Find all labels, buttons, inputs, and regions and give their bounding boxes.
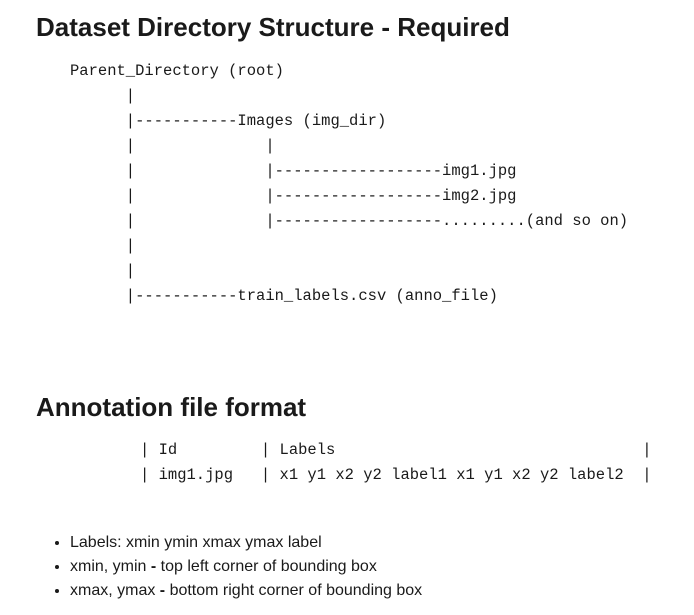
tree-line: | |------------------img1.jpg	[70, 162, 517, 180]
note-label: xmax, ymax	[70, 582, 156, 599]
note-separator: -	[155, 582, 170, 599]
note-description: top left corner of bounding box	[160, 558, 377, 575]
table-row: | img1.jpg | x1 y1 x2 y2 label1 x1 y1 x2…	[140, 466, 652, 484]
list-item: xmax, ymax - bottom right corner of boun…	[70, 579, 422, 603]
table-header-row: | Id | Labels |	[140, 441, 652, 459]
tree-line: |-----------train_labels.csv (anno_file)	[70, 287, 498, 305]
tree-line: | |	[70, 137, 275, 155]
list-item: Labels: xmin ymin xmax ymax label	[70, 531, 422, 555]
tree-line: |	[70, 87, 136, 105]
section-title-annotation-format: Annotation file format	[36, 392, 307, 422]
note-separator: -	[146, 558, 161, 575]
tree-line: | |------------------img2.jpg	[70, 187, 517, 205]
annotation-table-code-block: | Id | Labels | | img1.jpg | x1 y1 x2 y2…	[140, 438, 652, 488]
tree-line: |-----------Images (img_dir)	[70, 112, 387, 130]
notes-list: Labels: xmin ymin xmax ymax label xmin, …	[36, 531, 422, 603]
list-item: xmin, ymin - top left corner of bounding…	[70, 555, 422, 579]
tree-line: |	[70, 262, 136, 280]
section-title-directory-structure: Dataset Directory Structure - Required	[36, 12, 510, 42]
note-label: Labels: xmin ymin xmax ymax label	[70, 534, 322, 551]
note-label: xmin, ymin	[70, 558, 147, 575]
tree-line: | |------------------.........(and so on…	[70, 212, 629, 230]
tree-line: Parent_Directory (root)	[70, 62, 284, 80]
tree-line: |	[70, 237, 136, 255]
directory-tree-code-block: Parent_Directory (root) | |-----------Im…	[70, 59, 628, 309]
note-description: bottom right corner of bounding box	[169, 582, 423, 599]
